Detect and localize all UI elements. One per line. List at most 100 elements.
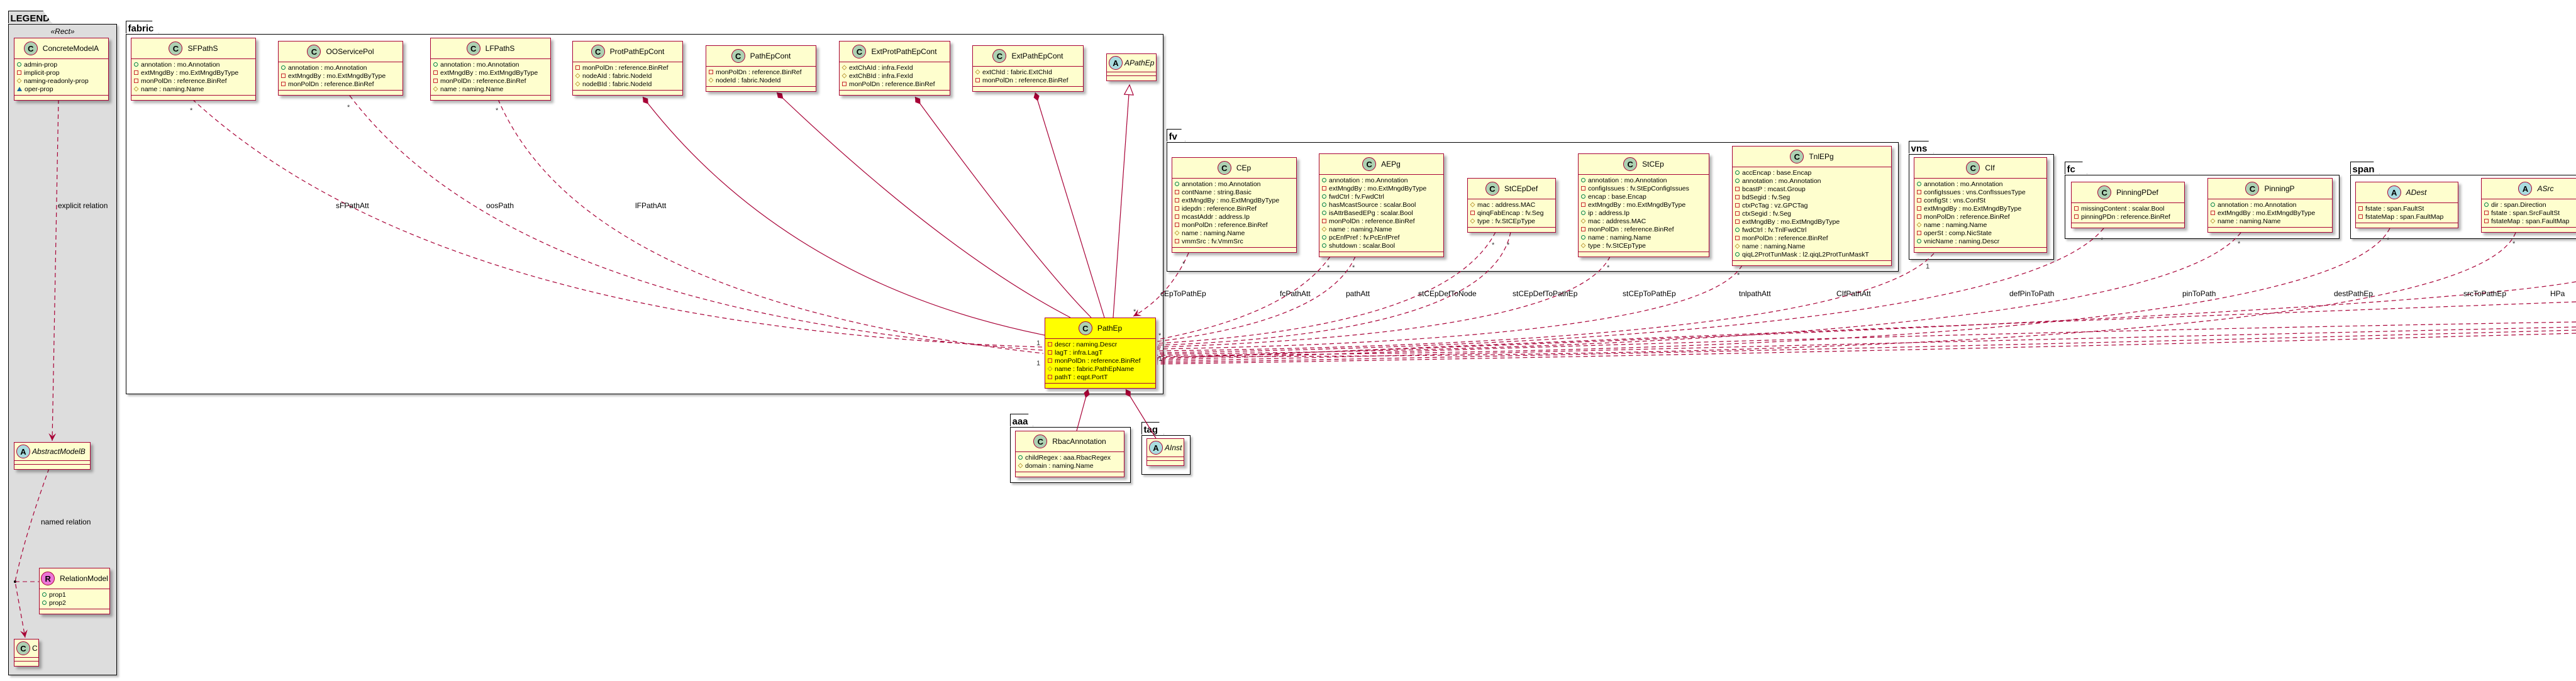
attribute-text: pinningPDn : reference.BinRef [2081, 213, 2170, 221]
abstract-class-icon: A [2387, 185, 2401, 199]
multiplicity-label: * [1133, 308, 1136, 316]
prot-visibility-icon [975, 69, 980, 75]
priv-visibility-icon [1917, 206, 1921, 211]
attribute: fstate : span.FaultSt [2358, 204, 2455, 213]
attribute-text: monPolDn : reference.BinRef [288, 80, 374, 88]
attribute-text: admin-prop [24, 60, 58, 69]
attribute-text: dir : span.Direction [2491, 201, 2546, 209]
attribute-text: annotation : mo.Annotation [288, 64, 367, 72]
class-icon: C [1217, 161, 1231, 175]
class-name: AbstractModelB [32, 447, 86, 456]
priv-visibility-icon [1735, 236, 1740, 240]
attribute: qinqFabEncap : fv.Seg [1470, 209, 1553, 217]
class-name: ProtPathEpCont [609, 47, 665, 56]
prot-visibility-icon [133, 86, 139, 92]
attribute-text: name : naming.Name [141, 85, 204, 93]
package-tab: LEGEND [8, 11, 52, 23]
package-tab: tag [1141, 422, 1164, 435]
attribute: extMngdBy : mo.ExtMngdByType [1917, 204, 2044, 213]
attribute: ctxPcTag : vz.GPCTag [1735, 201, 1889, 209]
attribute-text: extMngdBy : mo.ExtMngdByType [2218, 209, 2316, 217]
priv-visibility-icon [975, 78, 980, 82]
relation-pathep-rbacannotation [1076, 389, 1090, 431]
attribute: extMngdBy : mo.ExtMngdByType [281, 72, 400, 80]
relation-label: stCEpDefToPathEp [1513, 289, 1578, 298]
attribute: monPolDn : reference.BinRef [433, 77, 548, 85]
attribute: vnicName : naming.Descr [1917, 237, 2044, 245]
priv-visibility-icon [17, 70, 21, 75]
method-list [2356, 223, 2458, 228]
prot-visibility-icon [575, 73, 580, 79]
attribute: fstateMap : span.FaultMap [2484, 217, 2576, 225]
class-name: RelationModel [60, 574, 108, 583]
attribute-text: fstateMap : span.FaultMap [2365, 213, 2444, 221]
method-list [1733, 261, 1891, 265]
priv-visibility-icon [2484, 219, 2489, 223]
relation-label: HPa [2550, 289, 2565, 298]
relation-label: oosPath [486, 201, 514, 210]
priv-visibility-icon [134, 70, 138, 75]
attribute-text: extChBId : infra.FexId [849, 72, 913, 80]
attribute-text: operSt : comp.NicState [1924, 229, 1992, 237]
method-list [14, 96, 108, 100]
attribute-text: annotation : mo.Annotation [1182, 180, 1261, 188]
attribute: fwdCtrl : fv.TnlFwdCtrl [1735, 226, 1889, 234]
attribute-text: fstate : span.FaultSt [2365, 204, 2424, 213]
method-list [40, 609, 109, 614]
class-name: ExtPathEpCont [1011, 52, 1063, 60]
attribute: prop2 [42, 599, 107, 607]
multiplicity-label: 1 [1158, 355, 1163, 363]
class-icon: C [852, 45, 867, 58]
attribute: type : fv.StCEpType [1470, 217, 1553, 225]
package-tab: vns [1908, 141, 1934, 153]
prot-visibility-icon [1580, 218, 1586, 224]
attribute-text: extChAId : infra.FexId [849, 64, 913, 72]
prot-visibility-icon [1916, 222, 1922, 228]
attribute: extMngdBy : mo.ExtMngdByType [1735, 218, 1889, 226]
attribute-text: extMngdBy : mo.ExtMngdByType [1588, 201, 1686, 209]
attribute: annotation : mo.Annotation [2211, 201, 2329, 209]
attribute-text: configSt : vns.ConfSt [1924, 196, 1986, 204]
priv-visibility-icon [1175, 214, 1179, 219]
package-stereotype: «Rect» [50, 27, 75, 36]
relation-label: pinToPath [2182, 289, 2216, 298]
attribute: mac : address.MAC [1580, 217, 1706, 225]
attribute-text: monPolDn : reference.BinRef [1924, 213, 2010, 221]
attribute-text: annotation : mo.Annotation [1924, 180, 2003, 188]
